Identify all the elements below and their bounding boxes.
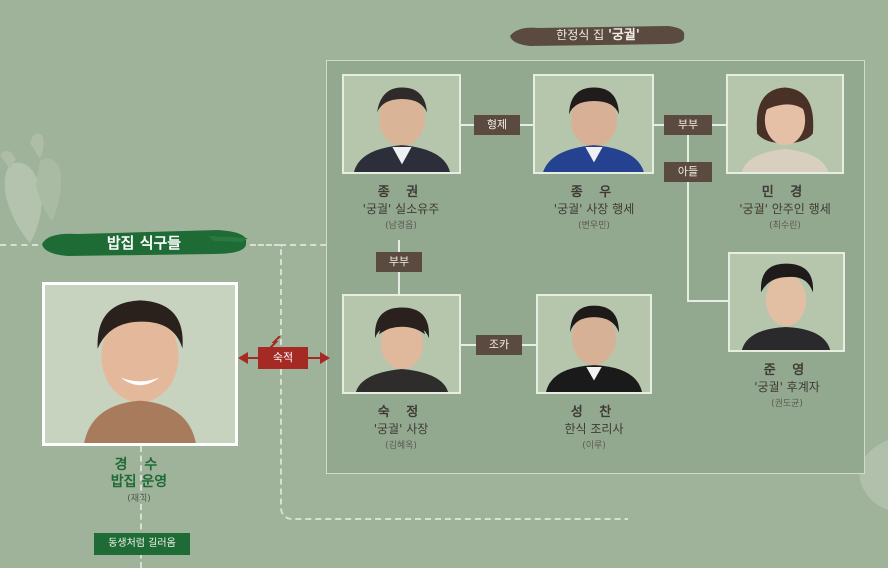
portrait-seongchan <box>536 294 652 394</box>
lightning-icon <box>269 336 281 349</box>
portrait-jonggwon <box>342 74 461 174</box>
relation-nephew: 조카 <box>476 335 522 355</box>
person-sukjeong: 숙 정 '궁궐' 사장 (김혜옥) <box>373 405 429 451</box>
radish-illustration <box>0 133 61 243</box>
dashed-connector-top <box>250 244 280 246</box>
line-son-horizontal <box>687 300 729 302</box>
house-prefix: 한정식 집 <box>556 28 608 42</box>
line-son-vertical <box>687 126 689 301</box>
relation-rival: 숙적 <box>258 347 308 369</box>
house-name: '궁궐' <box>607 28 640 43</box>
portrait-gyeongsu <box>42 282 238 446</box>
portrait-mingyeong <box>726 74 844 174</box>
person-seongchan: 성 찬 한식 조리사 (이루) <box>564 405 624 451</box>
person-jonggwon: 종 권 '궁궐' 실소유주 (남경읍) <box>362 185 440 231</box>
person-silhouette-icon <box>546 305 642 392</box>
leaf-illustration <box>859 440 888 510</box>
portrait-sukjeong <box>342 294 461 394</box>
house-banner-text: 한정식 집 '궁궐' <box>508 22 688 48</box>
person-jongwoo: 종 우 '궁궐' 사장 행세 (변우민) <box>553 185 635 231</box>
person-silhouette-icon <box>355 307 449 392</box>
arrow-right-icon <box>320 352 330 364</box>
person-junyeong: 준 영 '궁궐' 후계자 (권도균) <box>754 363 820 409</box>
relation-raised-like-sibling: 동생처럼 길러옴 <box>94 533 190 555</box>
person-silhouette-icon <box>741 87 829 172</box>
person-silhouette-icon <box>543 87 644 172</box>
person-silhouette-icon <box>353 87 450 172</box>
person-silhouette-icon <box>84 300 196 443</box>
dashed-connector-left <box>0 244 38 246</box>
relation-couple-top: 부부 <box>664 115 712 135</box>
person-gyeongsu: 경 수 밥집 운영 (재희) <box>110 457 168 504</box>
person-silhouette-icon <box>741 263 831 350</box>
family-section-title: 밥집 식구들 <box>106 234 182 252</box>
relation-brothers: 형제 <box>474 115 520 135</box>
arrow-left-icon <box>238 352 248 364</box>
house-banner <box>508 22 688 48</box>
relation-son: 아들 <box>664 162 712 182</box>
family-section-banner <box>38 226 250 260</box>
portrait-jongwoo <box>533 74 654 174</box>
dashed-connector-down <box>140 446 142 568</box>
person-mingyeong: 민 경 '궁궐' 안주인 행세 (최수린) <box>739 185 831 231</box>
relation-couple-left: 부부 <box>376 252 422 272</box>
portrait-junyeong <box>728 252 845 352</box>
